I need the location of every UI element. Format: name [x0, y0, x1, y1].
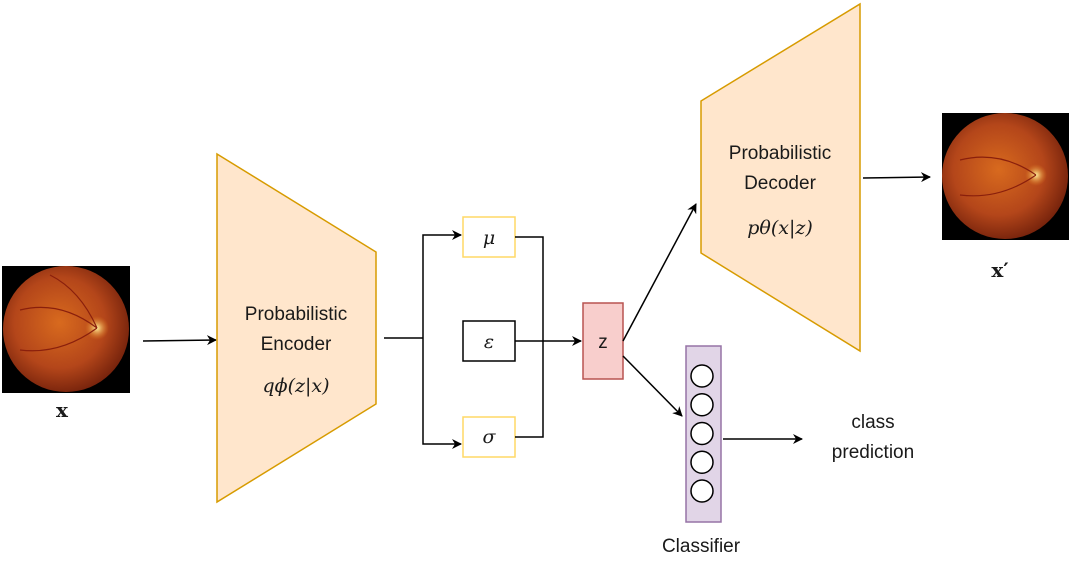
encoder-formula: qϕ(z|x): [262, 375, 329, 397]
classifier-nodes: [690, 364, 714, 503]
encoder-line2: Encoder: [261, 334, 332, 355]
arrow-z-to-classifier: [622, 355, 683, 417]
encoder-line1: Probabilistic: [245, 304, 347, 325]
arrow-to-mu: [422, 230, 462, 338]
input-fundus-image: [2, 266, 130, 393]
mu-box: [462, 216, 516, 258]
arrow-decoder-to-output: [862, 172, 931, 183]
decoder-block: [700, 2, 861, 353]
classifier-node: [690, 421, 714, 446]
classifier-node: [690, 393, 714, 417]
epsilon-box: [462, 320, 516, 362]
mu-sigma-merge: [515, 236, 544, 438]
epsilon-label: ε: [484, 331, 494, 353]
arrow-to-sigma: [422, 338, 462, 449]
classifier-label: Classifier: [662, 536, 741, 557]
z-label: z: [598, 332, 608, 353]
arrow-input-to-encoder: [142, 335, 217, 346]
encoder-block: [216, 152, 377, 504]
mu-label: μ: [483, 227, 495, 249]
sigma-label: σ: [483, 426, 497, 448]
output-fundus-image: [942, 113, 1069, 240]
output-label: x′: [991, 258, 1008, 282]
prediction-line2: prediction: [832, 442, 914, 463]
decoder-line2: Decoder: [744, 173, 816, 194]
decoder-line1: Probabilistic: [729, 143, 831, 164]
arrow-z-to-decoder: [622, 203, 697, 342]
sigma-box: [462, 416, 516, 458]
prediction-line1: class: [851, 412, 894, 433]
classifier-node: [690, 479, 714, 503]
classifier-node: [690, 364, 714, 388]
input-label: x: [56, 398, 69, 422]
classifier-node: [690, 450, 714, 474]
decoder-formula: pθ(x|z): [747, 217, 813, 239]
